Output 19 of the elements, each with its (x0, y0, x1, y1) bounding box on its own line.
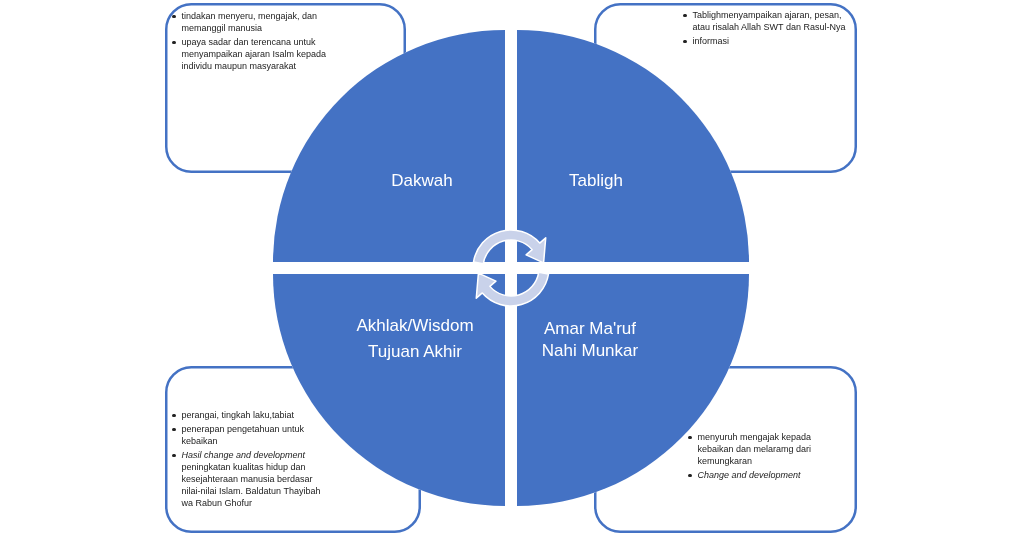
bullet-text: Hasil change and development peningkatan kualitas hidup dan kesejahteraan manusia berdasar nilai-nilai Islam. Baldatun Thayibah wa Rabun Ghofur (181, 449, 322, 509)
bullet-text: informasi (692, 35, 730, 47)
circle-quadrant (517, 30, 749, 262)
quadrant-label: Dakwah (391, 170, 453, 192)
quadrant-label: Akhlak/Wisdom (356, 315, 474, 337)
quadrant-label: Tabligh (569, 170, 623, 192)
cycle-arrow (475, 271, 550, 307)
cycle-arrow (472, 229, 547, 265)
text-card (594, 366, 857, 533)
bullet-text: upaya sadar dan terencana untuk menyampaikan ajaran Isalm kepada individu maupun masyarakat (181, 36, 328, 72)
bullet-text: penerapan pengetahuan untuk kebaikan (181, 423, 306, 447)
text-card (594, 3, 857, 173)
quadrant-label: Amar Ma'ruf Nahi Munkar (540, 318, 640, 362)
quadrant-label: Tujuan Akhir (368, 341, 462, 363)
text-card (165, 3, 406, 173)
bullet-text: Change and development (697, 469, 802, 481)
bullet-text: menyuruh mengajak kepada kebaikan dan melaramg dari kemungkaran (697, 431, 813, 467)
text-card (165, 366, 421, 533)
bullet-text: perangai, tingkah laku,tabiat (181, 409, 296, 421)
